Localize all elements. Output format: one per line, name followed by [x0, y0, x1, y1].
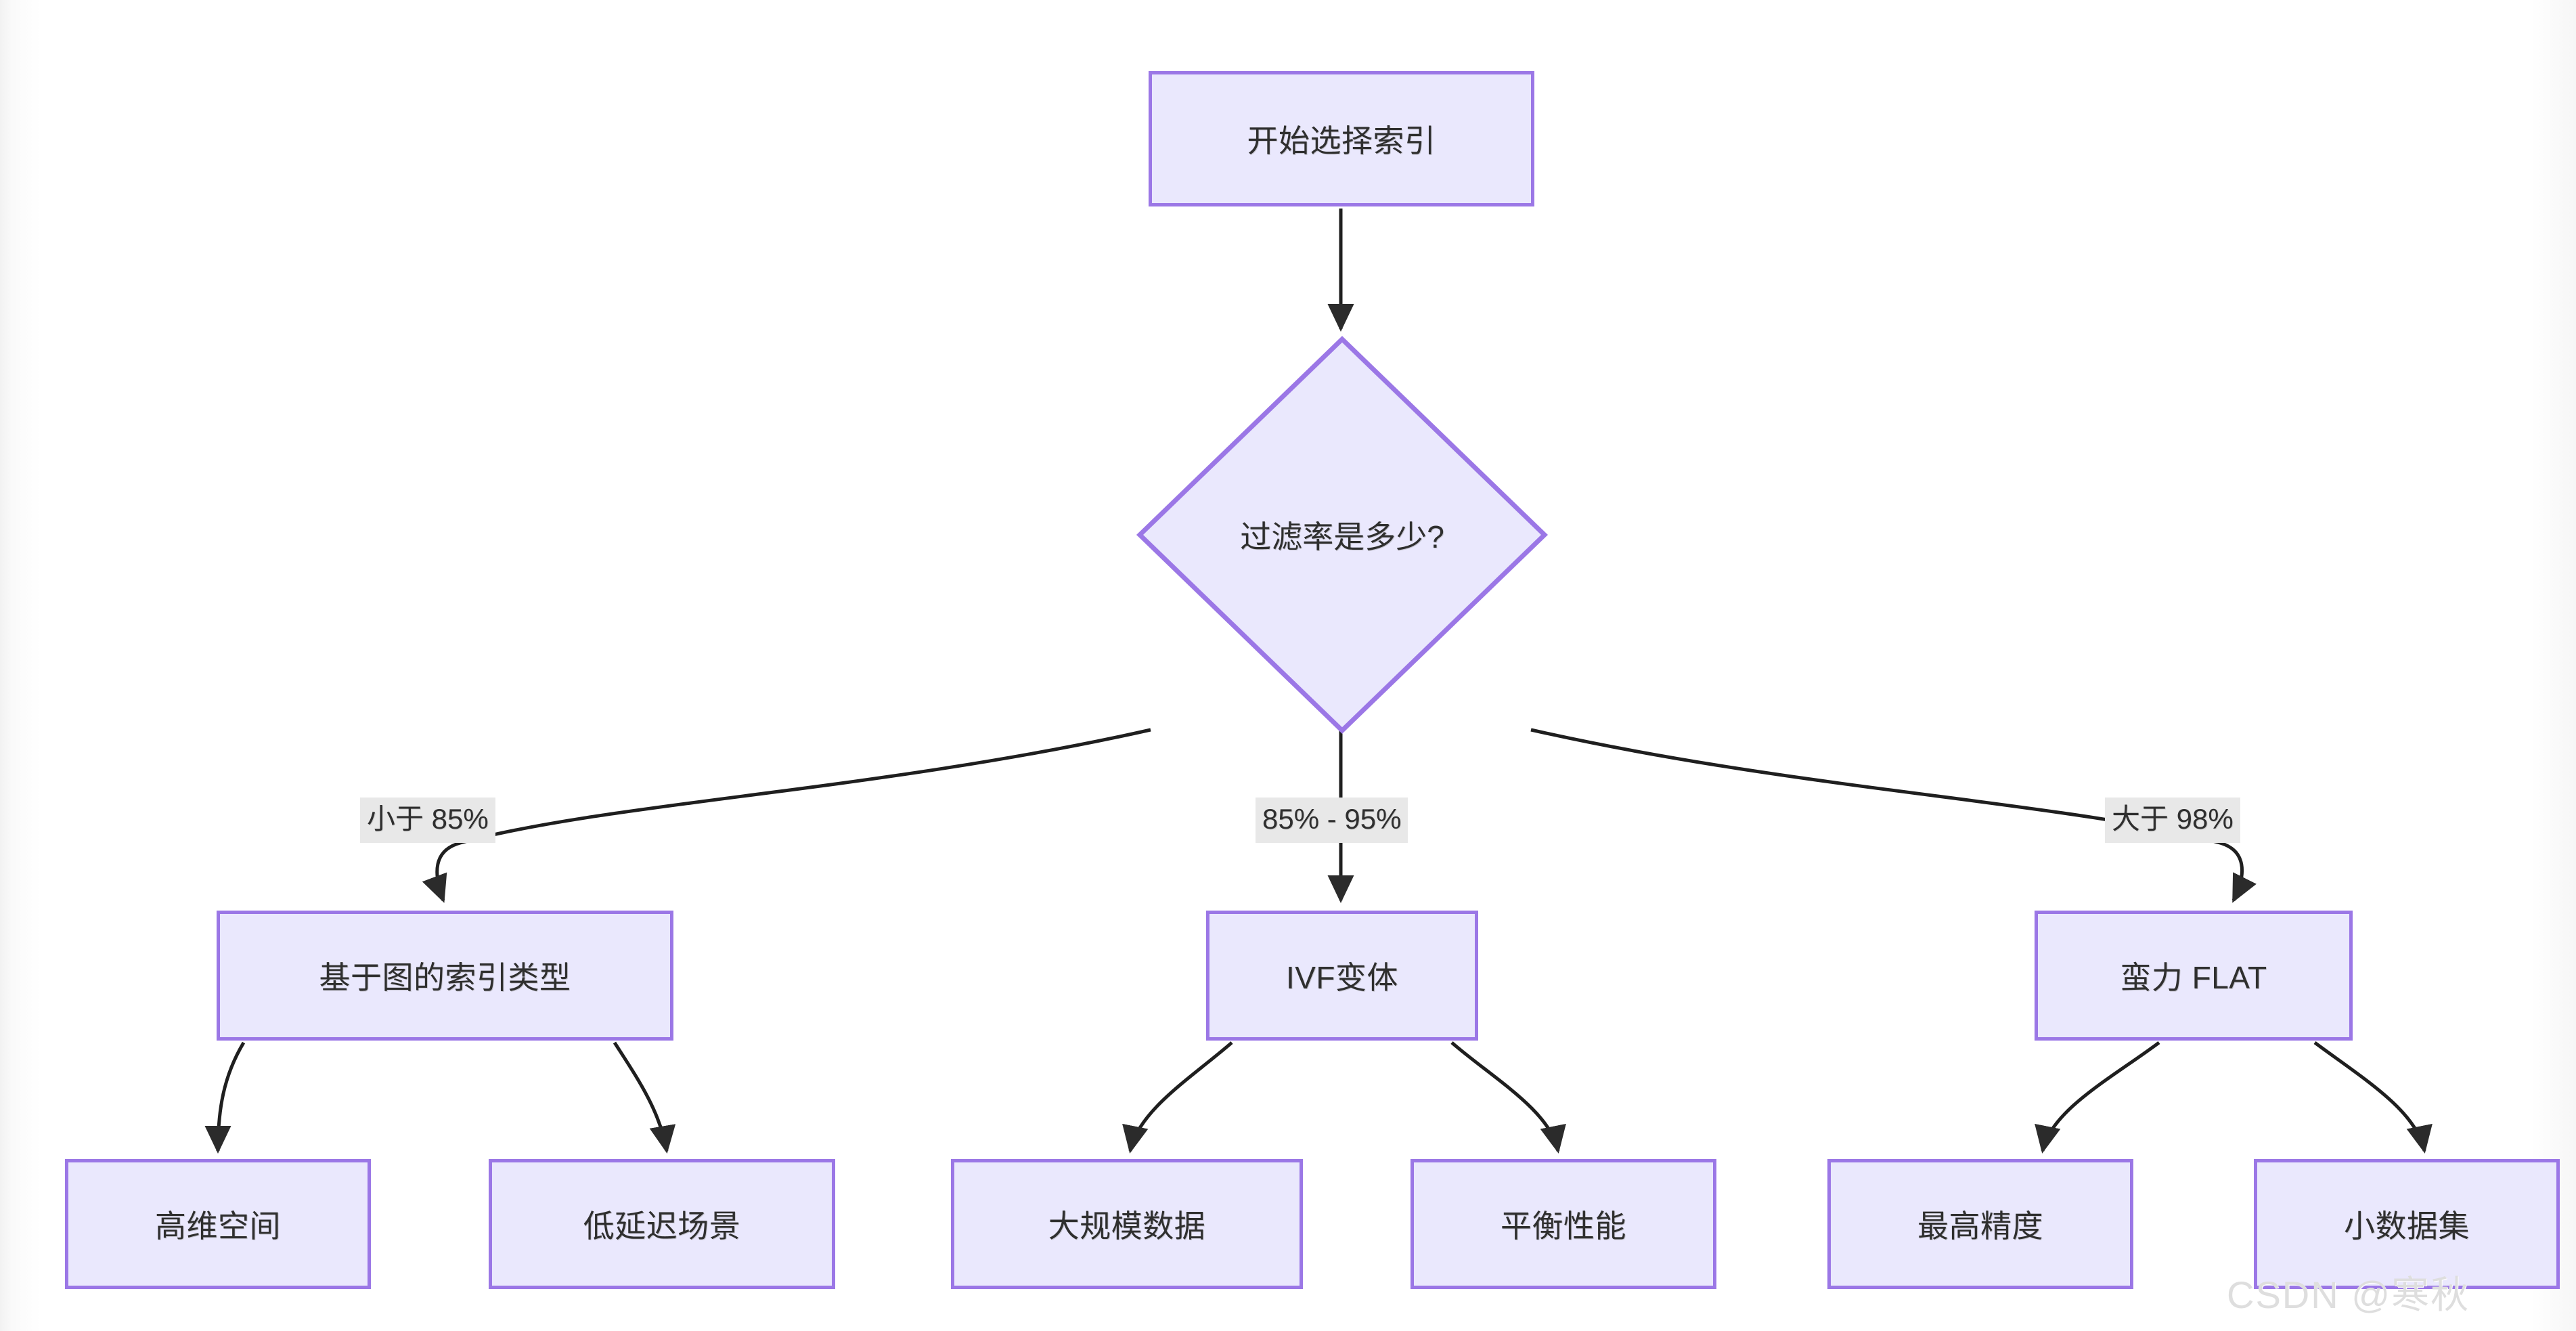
node-brute-force-flat[interactable]: 蛮力 FLAT	[2035, 911, 2353, 1041]
edge-label-less-than-85: 小于 85%	[360, 798, 495, 843]
edge-label-greater-than-98: 大于 98%	[2105, 798, 2240, 843]
node-low-latency-scenario-label: 低延迟场景	[583, 1208, 741, 1244]
edge-graph-to-highdim	[204, 1041, 246, 1154]
edge-graph-to-lowlat	[613, 1041, 676, 1154]
node-start-label: 开始选择索引	[1247, 123, 1436, 158]
edge-ivf-to-bigdata	[1122, 1041, 1233, 1154]
csdn-watermark: CSDN @寒秋	[2227, 1273, 2470, 1316]
node-graph-index-type[interactable]: 基于图的索引类型	[217, 911, 673, 1041]
node-large-scale-data[interactable]: 大规模数据	[951, 1159, 1303, 1289]
node-low-latency-scenario[interactable]: 低延迟场景	[489, 1159, 835, 1289]
node-balanced-performance[interactable]: 平衡性能	[1411, 1159, 1716, 1289]
node-high-dimensional-space[interactable]: 高维空间	[65, 1159, 371, 1289]
edge-filter-to-flat	[1530, 728, 2257, 903]
edge-label-left-text: 小于 85%	[367, 803, 489, 835]
diamond-shape	[1136, 336, 1549, 734]
edge-filter-to-graph	[422, 728, 1151, 903]
node-brute-force-flat-label: 蛮力 FLAT	[2120, 960, 2267, 995]
node-filter-decision[interactable]: 过滤率是多少?	[1136, 335, 1549, 735]
node-small-dataset-label: 小数据集	[2344, 1208, 2470, 1244]
node-balanced-performance-label: 平衡性能	[1501, 1208, 1626, 1244]
edge-label-right-text: 大于 98%	[2112, 803, 2234, 835]
node-top-accuracy[interactable]: 最高精度	[1827, 1159, 2133, 1289]
edge-label-85-to-95: 85% - 95%	[1256, 798, 1408, 843]
node-start[interactable]: 开始选择索引	[1149, 71, 1534, 206]
node-ivf-variant[interactable]: IVF变体	[1206, 911, 1478, 1041]
edge-flat-to-smallds	[2313, 1041, 2433, 1154]
node-small-dataset[interactable]: 小数据集	[2254, 1159, 2560, 1289]
node-high-dimensional-space-label: 高维空间	[155, 1208, 281, 1244]
edge-label-middle-text: 85% - 95%	[1262, 803, 1402, 835]
node-graph-index-type-label: 基于图的索引类型	[319, 960, 571, 995]
node-large-scale-data-label: 大规模数据	[1048, 1208, 1206, 1244]
edge-flat-to-topacc	[2035, 1041, 2160, 1154]
node-top-accuracy-label: 最高精度	[1917, 1208, 2043, 1244]
edge-ivf-to-balance	[1450, 1041, 1566, 1154]
node-ivf-variant-label: IVF变体	[1285, 960, 1399, 995]
